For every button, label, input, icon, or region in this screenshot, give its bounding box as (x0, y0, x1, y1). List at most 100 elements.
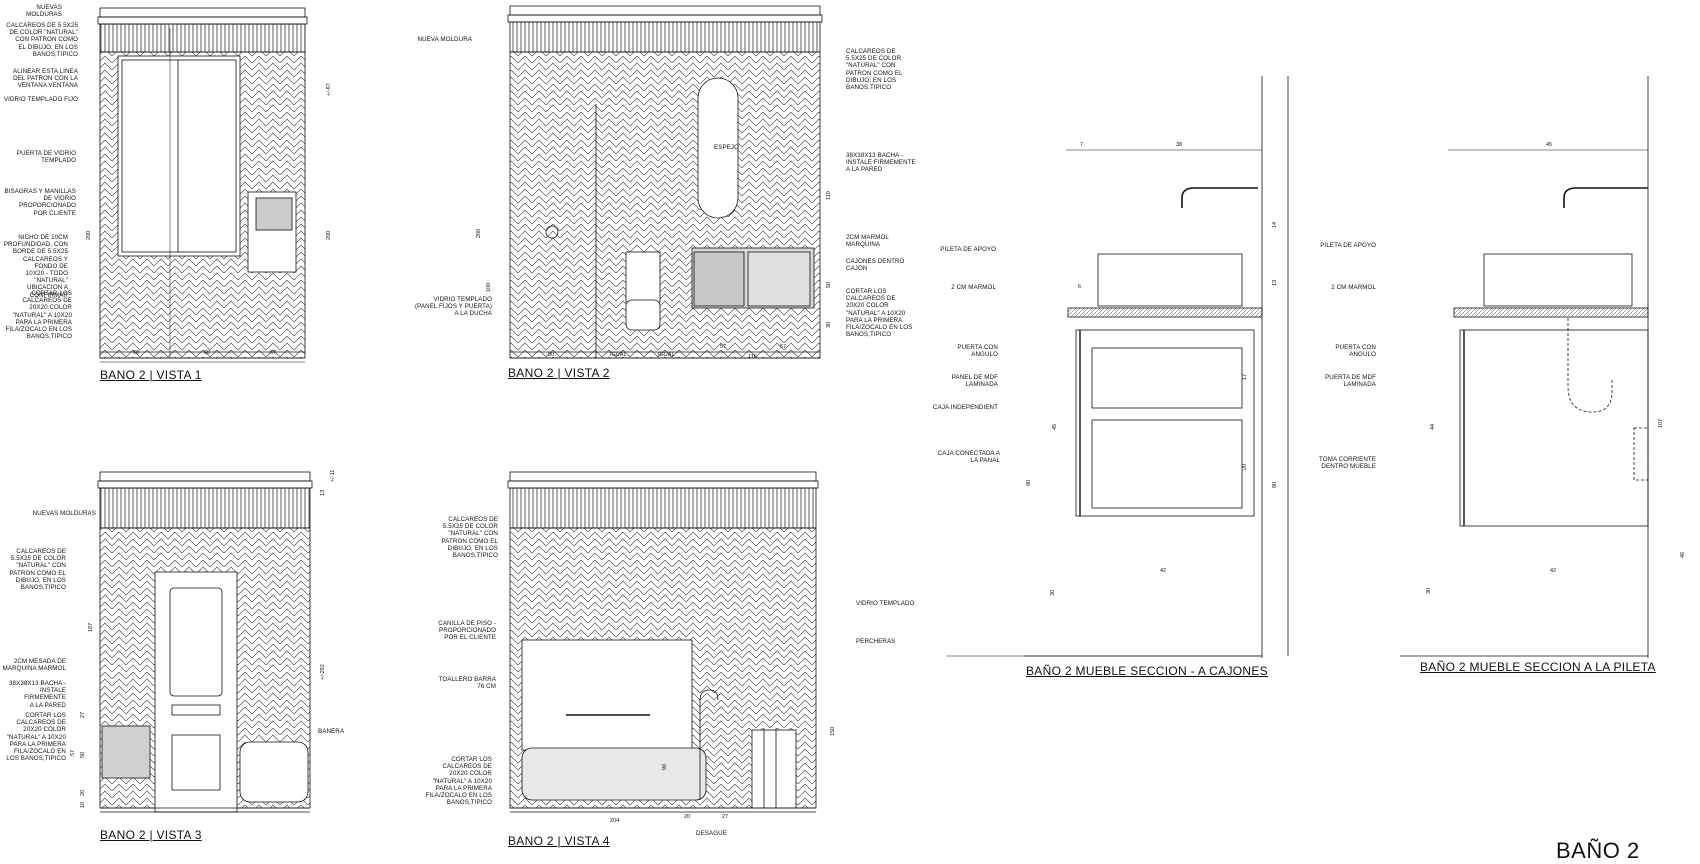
s1-dim-30: 30 (1050, 589, 1056, 596)
s2-note-marmol: 2 CM MARMOL (1331, 284, 1376, 291)
v3-dim-292: +/-292 (320, 664, 326, 680)
section-a-cajones (946, 76, 1289, 658)
v4-dim-204: 204 (610, 818, 620, 824)
vista-3-title: BANO 2 | VISTA 3 (100, 828, 202, 842)
elevation-vista-2 (507, 5, 823, 359)
vista-1-title: BANO 2 | VISTA 1 (100, 368, 202, 382)
s2-note-toma: TOMA CORRIENTE DENTRO MUEBLE (1319, 456, 1376, 471)
v2-note-moldura: NUEVA MOLDURA (417, 36, 472, 43)
section-pileta-title: BAÑO 2 MUEBLE SECCION A LA PILETA (1420, 660, 1656, 674)
v2-dim-200: 200 (476, 228, 482, 238)
v4-note-percheras: PERCHERAS (856, 638, 896, 645)
v2-dim-30: 30 (826, 321, 832, 328)
v2-dim-116: 116 (748, 354, 757, 360)
v1-dim-top: +/-6? (326, 83, 332, 96)
v3-note-banera: BANERA (318, 728, 345, 735)
v3-note-mesada: 2CM MESADA DE MARQUINA MARMOL (2, 658, 66, 673)
v1-note-alinear: ALINEAR ESTA LINEA DEL PATRON CON LA VEN… (13, 68, 78, 90)
s1-dim-14: 14 (1272, 221, 1278, 228)
v3-note-molduras: NUEVAS MOLDURAS (32, 510, 96, 517)
s2-dim-44: 44 (1430, 423, 1436, 430)
v3-dim-57: 57 (70, 749, 76, 756)
v3-dim-50: 50 (80, 751, 86, 758)
v2-note-bacha: 38X38X13 BACHA - INSTALE FIRMEMENTE A LA… (846, 152, 916, 174)
s1-dim-13: 13 (1272, 279, 1278, 286)
v3-note-calcareos: CALCAREOS DE 5.5X25 DE COLOR "NATURAL" C… (9, 548, 66, 592)
v4-dim-150: 150 (830, 726, 836, 736)
v3-dim-27: 27 (80, 711, 86, 718)
v4-dim-90: 90 (662, 763, 668, 770)
v2-note-calcareos: CALCAREOS DE 5.5X25 DE COLOR "NATURAL" C… (846, 48, 903, 92)
s1-note-panel: PANEL DE MDF LAMINADA (951, 374, 998, 389)
v2-note-marmol: 2CM MARMOL MARQUINA (846, 234, 889, 249)
section-cajones-title: BAÑO 2 MUEBLE SECCION - A CAJONES (1026, 664, 1268, 678)
section-a-la-pileta (1400, 76, 1649, 658)
sheet-title: BAÑO 2 (1556, 838, 1640, 863)
v4-dim-20: 20 (684, 814, 691, 820)
v3-note-cortar: CORTAR LOS CALCAREOS DE 20X20 COLOR "NAT… (6, 712, 66, 763)
v4-note-canilla: CANILLA DE PISO - PROPORCIONADO POR EL C… (438, 620, 496, 642)
v4-note-cortar: CORTAR LOS CALCAREOS DE 20X20 COLOR "NAT… (425, 756, 492, 807)
vista-2-title: BANO 2 | VISTA 2 (508, 366, 610, 380)
v2-note-cortar: CORTAR LOS CALCAREOS DE 20X20 COLOR "NAT… (846, 288, 913, 339)
s1-dim-80-left: 80 (1026, 479, 1032, 486)
s2-note-pileta: PILETA DE APOYO (1320, 242, 1376, 249)
v1-note-nicho: NICHO DE 10CM PROFUNDIDAD, CON BORDE DE … (3, 234, 68, 299)
v3-dim-187: 187 (88, 622, 94, 632)
s1-dim-20: 20 (1242, 463, 1248, 470)
s2-dim-46: 46 (1680, 551, 1686, 558)
v2-dim-80: 80 (548, 352, 555, 358)
s2-dim-107: 107 (1658, 418, 1664, 428)
s1-note-caja-indep: CAJA INDEPENDIENT (933, 404, 998, 411)
v1-dim-200-right: 200 (326, 230, 332, 240)
s2-dim-30: 30 (1426, 587, 1432, 594)
v1-dim-67: 67 (270, 350, 277, 356)
v4-note-desague: DESAGUE (696, 830, 727, 837)
v1-note-molduras: NUEVAS MOLDURAS (26, 4, 62, 19)
s2-note-puerta-mdf: PUERTA DE MDF LAMINADA (1325, 374, 1376, 389)
s1-dim-6: 6 (1078, 284, 1082, 290)
v3-note-bacha: 38X38X13 BACHA - INSTALE FIRMEMENTE A LA… (9, 680, 66, 709)
v2-dim-igual-1: IGUAL (610, 352, 627, 358)
s1-dim-7: 7 (1080, 142, 1084, 148)
v1-dim-68: 68 (133, 350, 140, 356)
v2-dim-50: 50 (826, 281, 832, 288)
v1-dim-60: 60 (204, 350, 211, 356)
s1-note-puerta: PUERTA CON ANGULO (957, 344, 998, 359)
s1-note-pileta: PILETA DE APOYO (940, 246, 996, 253)
v2-dim-110: 110 (826, 191, 832, 200)
s1-dim-80-right: 80 (1272, 481, 1278, 488)
v3-dim-20: 20 (80, 789, 86, 796)
v2-note-cajones: CAJONES DENTRO CAJON (846, 258, 905, 273)
v1-note-calcareos: CALCAREOS DE 5.5X25 DE COLOR "NATURAL" C… (6, 22, 78, 58)
v2-note-vidrio-ducha: VIDRIO TEMPLADO (PANEL FIJOS Y PUERTA) A… (414, 296, 492, 318)
v2-dim-57-a: 57 (720, 344, 727, 350)
elevation-vista-1 (97, 7, 308, 363)
v2-dim-57-b: 57 (780, 344, 787, 350)
s1-dim-42: 42 (1160, 568, 1167, 574)
s2-dim-45: 45 (1546, 142, 1553, 148)
v2-note-espejo: ESPEJO (714, 144, 740, 151)
elevation-vista-4 (507, 471, 819, 813)
s2-note-puerta: PUERTA CON ANGULO (1335, 344, 1376, 359)
v1-note-vidrio-fijo: VIDRIO TEMPLADO FIJO (3, 96, 78, 103)
v3-dim-11: +/-11 (330, 469, 336, 482)
v2-dim-100: 100 (486, 282, 492, 292)
s1-note-marmol: 2 CM MARMOL (951, 284, 996, 291)
v1-note-cortar: CORTAR LOS CALCAREOS DE 20X20 COLOR "NAT… (5, 290, 72, 341)
s1-dim-38: 38 (1176, 142, 1183, 148)
v1-note-bisagras: BISAGRAS Y MANILLAS DE VIDRIO PROPORCION… (4, 188, 76, 217)
s2-dim-42: 42 (1550, 568, 1557, 574)
elevation-vista-3 (97, 471, 313, 813)
v3-dim-13: 13 (320, 489, 326, 496)
v2-dim-igual-2: IGUAL (658, 352, 675, 358)
vista-4-title: BANO 2 | VISTA 4 (508, 834, 610, 848)
v1-dim-200-left: 200 (86, 230, 92, 240)
v4-note-calcareos: CALCAREOS DE 5.5X25 DE COLOR "NATURAL" C… (441, 516, 498, 560)
v4-note-vidrio: VIDRIO TEMPLADO (856, 600, 915, 607)
v4-dim-27: 27 (722, 814, 729, 820)
s1-dim-17: 17 (1242, 373, 1248, 380)
v1-note-puerta-vidrio: PUERTA DE VIDRIO TEMPLADO (16, 150, 76, 165)
v3-dim-10: 10 (80, 801, 86, 808)
